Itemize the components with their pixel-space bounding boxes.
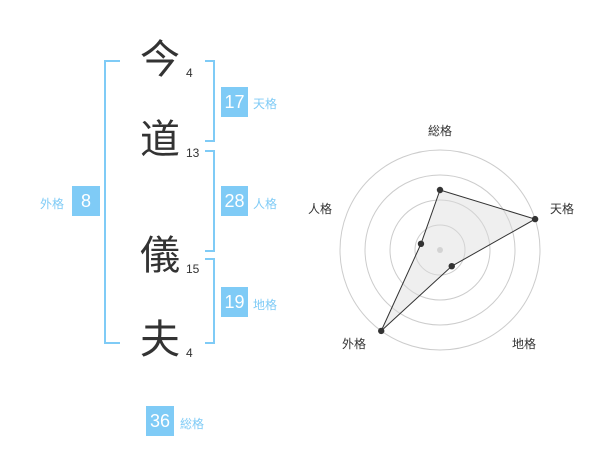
tenkaku-label: 天格 <box>253 97 278 111</box>
chikaku-value: 19 <box>221 287 248 317</box>
radar-point-3 <box>378 327 385 335</box>
radar-center <box>437 247 443 253</box>
name-char-2: 道 <box>140 117 180 163</box>
radar-shape <box>378 186 539 335</box>
chikaku-bracket <box>205 258 215 344</box>
chikaku-label: 地格 <box>253 298 278 312</box>
radar-axis-label-jinkaku: 人格 <box>308 202 333 216</box>
tenkaku-value: 17 <box>221 87 248 117</box>
soukaku-value: 36 <box>146 406 174 436</box>
radar-point-1 <box>531 215 539 223</box>
radar-ring <box>389 199 491 301</box>
jinkaku-label: 人格 <box>253 197 278 211</box>
stroke-count-3: 15 <box>186 262 200 276</box>
radar-axis-label-tenkaku: 天格 <box>550 202 575 216</box>
radar-axis-label-soukaku: 総格 <box>428 124 453 138</box>
stroke-count-2: 13 <box>186 146 200 160</box>
radar-grid <box>339 149 541 351</box>
radar-point-4 <box>417 240 425 248</box>
name-char-1: 今 <box>140 37 180 83</box>
jinkaku-value: 28 <box>221 186 248 216</box>
radar-axis-label-gaikaku: 外格 <box>342 337 367 351</box>
stroke-count-4: 4 <box>186 346 193 360</box>
stroke-count-1: 4 <box>186 66 193 80</box>
radar-ring <box>339 149 541 351</box>
gaikaku-value: 8 <box>72 186 100 216</box>
tenkaku-bracket <box>205 60 215 142</box>
jinkaku-bracket <box>205 150 215 252</box>
name-char-3: 儀 <box>140 233 180 279</box>
gaikaku-label: 外格 <box>40 197 65 211</box>
radar-ring <box>364 174 516 326</box>
soukaku-label: 総格 <box>180 417 205 431</box>
radar-point-0 <box>436 186 444 194</box>
radar-point-2 <box>448 262 455 270</box>
gaikaku-bracket <box>104 60 120 344</box>
radar-axis-label-chikaku: 地格 <box>512 337 537 351</box>
radar-series-polygon <box>380 189 537 332</box>
name-char-4: 夫 <box>140 317 180 363</box>
radar-ring <box>414 224 466 276</box>
